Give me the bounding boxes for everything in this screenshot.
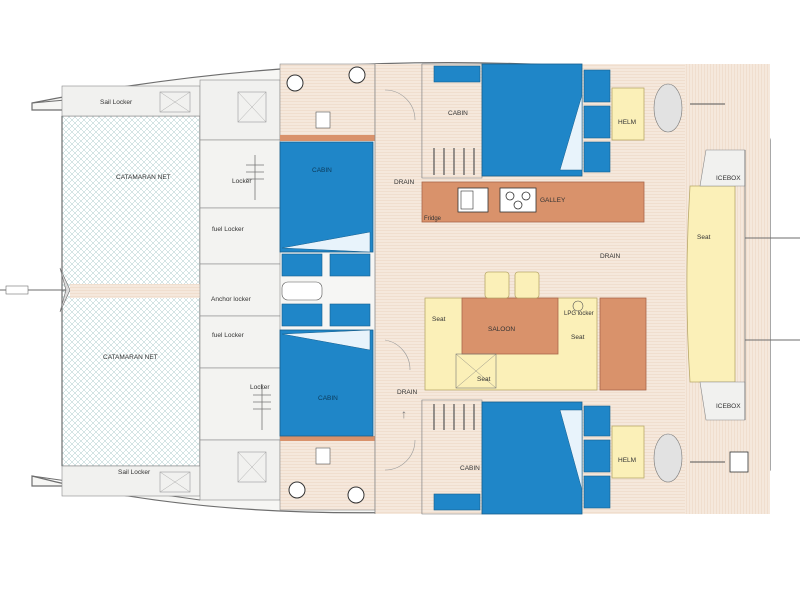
toilet-icon [286, 74, 304, 92]
drain-bottom-label: DRAIN [397, 389, 418, 396]
galley-label: GALLEY [540, 197, 566, 204]
helm-top-label: HELM [618, 119, 636, 126]
drain-top-label: DRAIN [394, 179, 415, 186]
catamaran-net-top-label: CATAMARAN NET [116, 174, 171, 181]
icebox-bottom-label: ICEBOX [716, 403, 741, 410]
sail-locker-bottom-label: Sail Locker [118, 469, 151, 476]
cabin-fwd-top-label: CABIN [312, 167, 332, 174]
seat-aft-label: Seat [697, 234, 711, 241]
locker-bottom-label: Locker [250, 384, 270, 391]
saloon-table [461, 297, 559, 355]
drain-center-label: DRAIN [600, 253, 621, 260]
helm-bottom-label: HELM [618, 457, 636, 464]
saloon-label: SALOON [488, 326, 515, 333]
cabin-fwd-bottom-label: CABIN [318, 395, 338, 402]
catamaran-net-bottom-label: CATAMARAN NET [103, 354, 158, 361]
anchor-locker-label: Anchor locker [211, 296, 252, 303]
fridge-label: Fridge [424, 216, 442, 222]
fuel-locker-top-label: fuel Locker [212, 226, 245, 233]
cabin-aft-top-label: CABIN [448, 110, 468, 117]
sail-locker-top [61, 85, 201, 117]
icebox-top-label: ICEBOX [716, 175, 741, 182]
cabin-aft-bottom-label: CABIN [460, 465, 480, 472]
aft-bench-seat [686, 185, 736, 383]
sail-locker-top-label: Sail Locker [100, 99, 133, 106]
locker-top-label: Locker [232, 178, 252, 185]
seat-bottom-label: Seat [477, 376, 491, 383]
sink-icon [348, 66, 366, 84]
forward-cabin-top-bed [279, 141, 374, 253]
helm-seat-top [611, 87, 645, 141]
sink-icon [347, 486, 365, 504]
saloon-sideboard [599, 297, 647, 391]
stove-icon [499, 187, 537, 213]
toilet-icon [288, 481, 306, 499]
fuel-locker-bottom-label: fuel Locker [212, 332, 245, 339]
helm-seat-bottom [611, 425, 645, 479]
seat-right-label: Seat [571, 334, 585, 341]
seat-left-label: Seat [432, 316, 446, 323]
drain-arrow-icon: ↑ [401, 407, 407, 421]
lpg-locker-label: LPG locker [564, 311, 594, 317]
